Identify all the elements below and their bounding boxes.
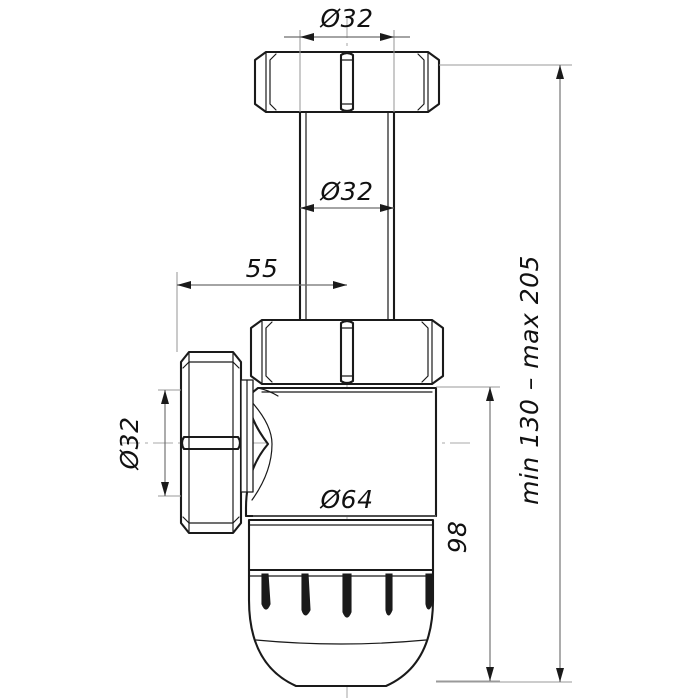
dimension-total-height: min 130 – max 205 bbox=[436, 64, 572, 683]
dim-label-offset-55: 55 bbox=[246, 254, 279, 283]
dim-label-top-diameter: Ø32 bbox=[320, 4, 374, 33]
dimension-pipe-diameter: Ø32 bbox=[300, 177, 394, 212]
compression-nut-outlet bbox=[179, 350, 254, 535]
dim-label-total-height: min 130 – max 205 bbox=[515, 255, 544, 505]
dimension-body-diameter: Ø64 bbox=[253, 485, 436, 517]
compression-nut-top bbox=[253, 50, 441, 114]
dimension-body-height: 98 bbox=[436, 386, 500, 682]
dim-label-body-diameter: Ø64 bbox=[320, 485, 374, 514]
vertical-riser-pipe bbox=[298, 110, 396, 322]
dim-label-pipe-diameter: Ø32 bbox=[320, 177, 374, 206]
compression-nut-middle bbox=[249, 318, 445, 386]
dim-label-outlet-diameter: Ø32 bbox=[115, 417, 144, 471]
removable-cup bbox=[247, 518, 435, 688]
dimension-offset-55: 55 bbox=[176, 254, 347, 352]
dimension-outlet-diameter: Ø32 bbox=[115, 389, 181, 497]
dim-label-body-height: 98 bbox=[443, 521, 472, 554]
dimension-top-diameter: Ø32 bbox=[284, 4, 410, 112]
cup-ribs bbox=[261, 573, 433, 618]
